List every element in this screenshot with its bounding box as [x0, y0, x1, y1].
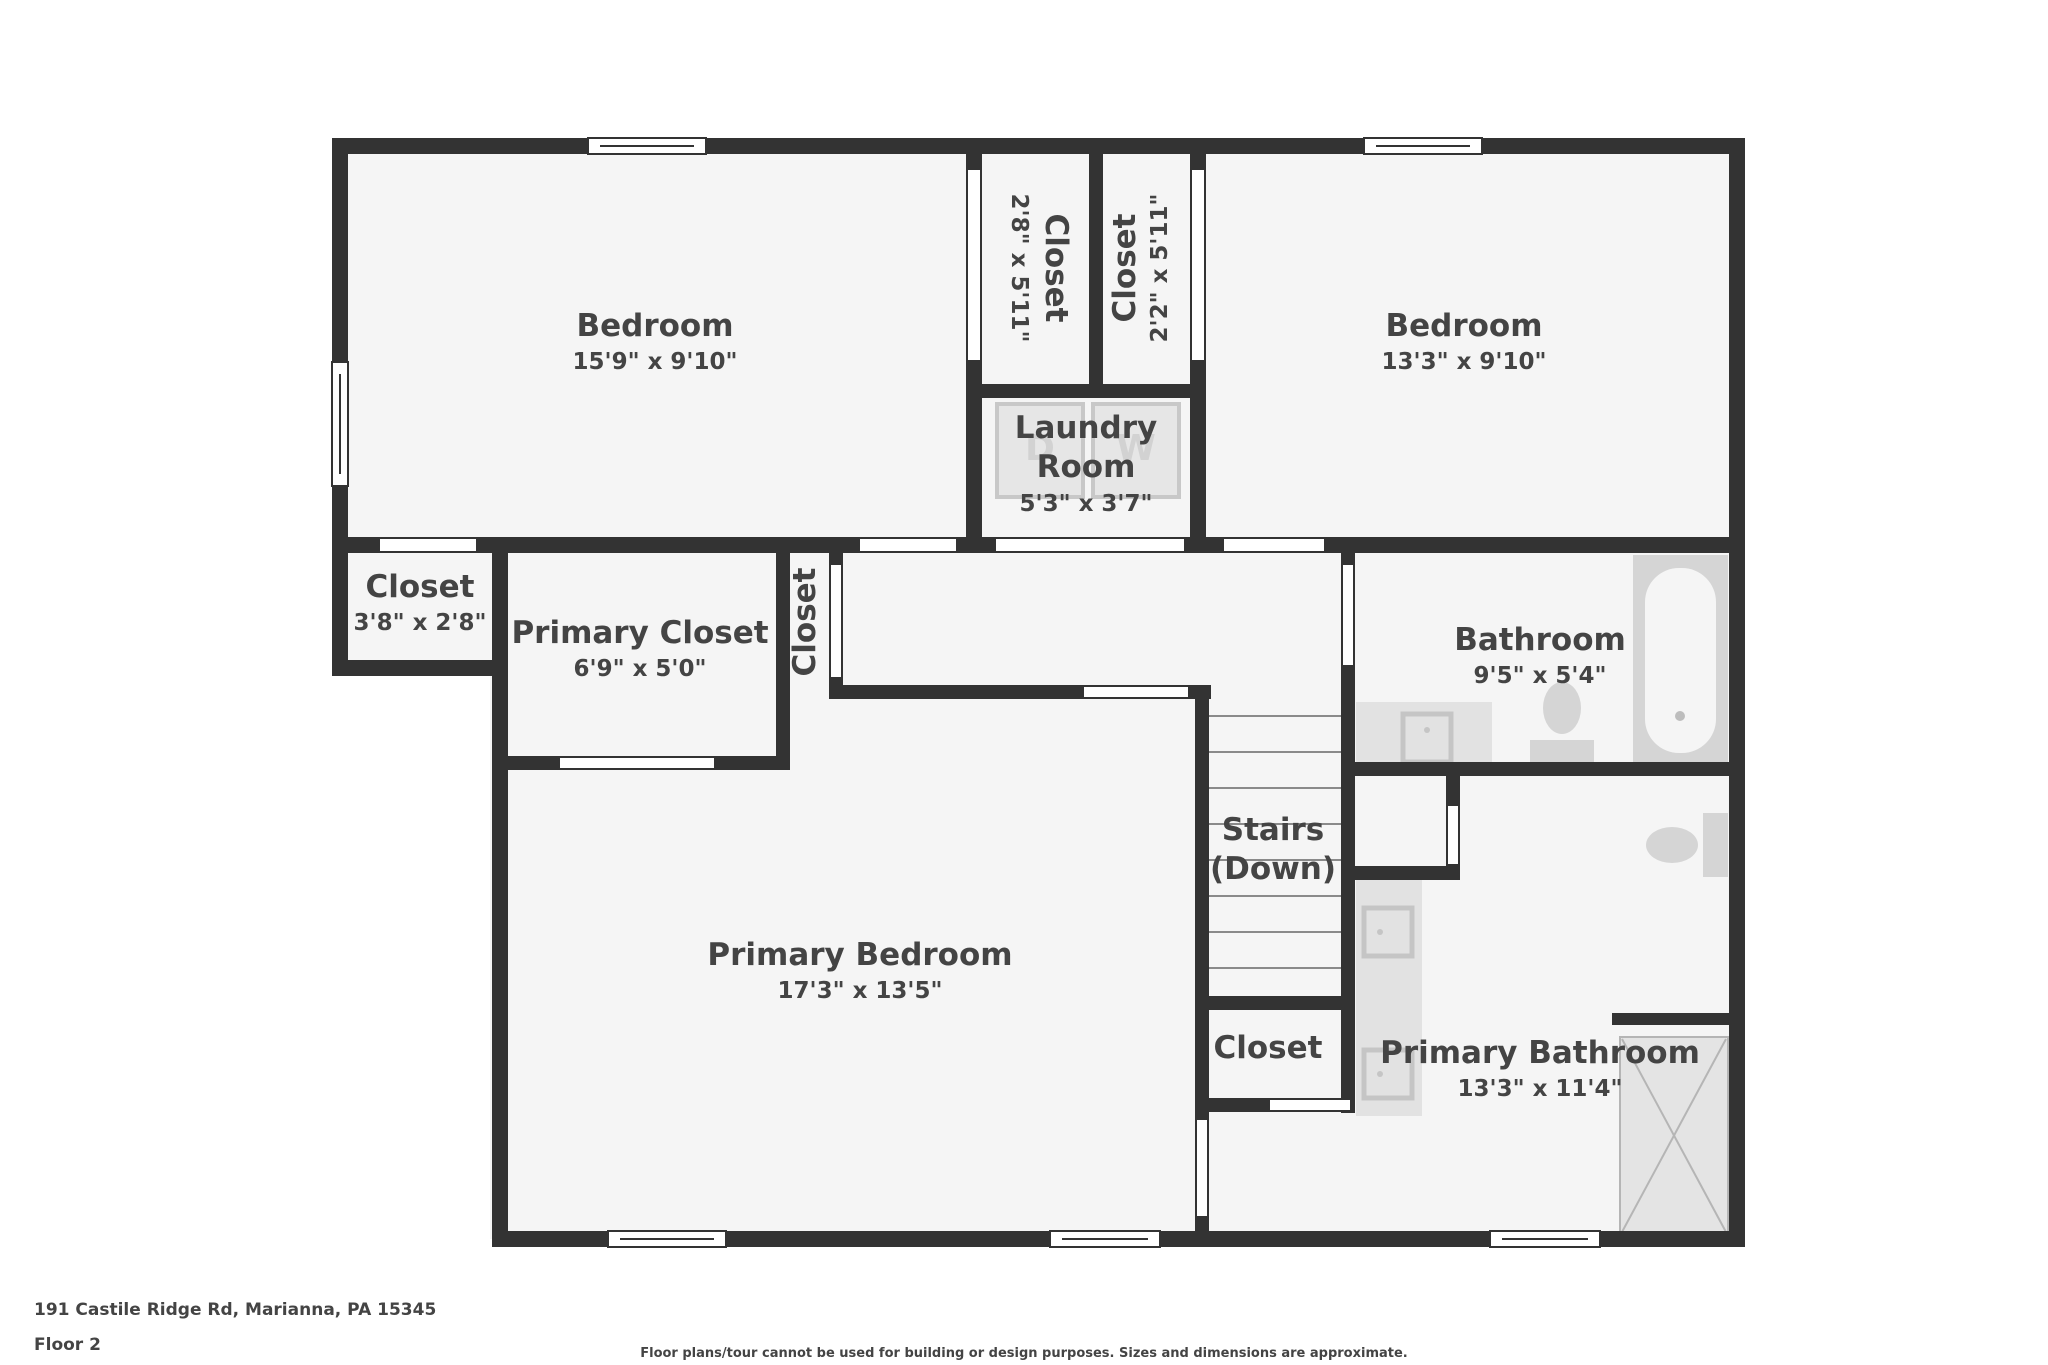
disclaimer-text: Floor plans/tour cannot be used for buil…	[640, 1346, 1408, 1361]
bathtub-icon	[1633, 555, 1728, 765]
bedroom-west-dims: 15'9" x 9'10"	[573, 349, 738, 375]
closet-b-dims: 2'2" x 5'11"	[1147, 194, 1173, 343]
stair-treads	[1208, 715, 1347, 969]
laundry-name-2: Room	[1037, 449, 1136, 485]
stairs-name-2: (Down)	[1210, 851, 1336, 887]
primary-bedroom-name: Primary Bedroom	[707, 937, 1012, 973]
dryer-label: D	[1025, 428, 1055, 469]
stairs-name-1: Stairs	[1222, 812, 1324, 848]
floor-label: Floor 2	[34, 1335, 101, 1355]
bedroom-east-dims: 13'3" x 9'10"	[1382, 349, 1547, 375]
primary-closet-dims: 6'9" x 5'0"	[574, 656, 707, 682]
fixtures: D W	[995, 402, 1729, 1235]
window-sashes	[339, 145, 1588, 1240]
floor-fill	[340, 146, 1737, 1239]
bedroom-west-name: Bedroom	[576, 308, 733, 344]
primary-bathroom-dims: 13'3" x 11'4"	[1458, 1076, 1623, 1102]
closet-small-dims: 3'8" x 2'8"	[354, 610, 487, 636]
dryer-icon	[995, 402, 1085, 499]
toilet-icon	[1646, 813, 1728, 877]
closet-hall-name: Closet	[787, 567, 823, 676]
address-text: 191 Castile Ridge Rd, Marianna, PA 15345	[34, 1300, 437, 1320]
primary-bedroom-dims: 17'3" x 13'5"	[778, 978, 943, 1004]
laundry-dims: 5'3" x 3'7"	[1020, 491, 1153, 517]
closet-a-dims: 2'8" x 5'11"	[1006, 194, 1032, 343]
laundry-name-1: Laundry	[1015, 410, 1158, 446]
closet-b-name-rot: Closet	[1107, 213, 1143, 322]
sink-icon	[1361, 905, 1415, 1101]
primary-closet-name: Primary Closet	[511, 615, 768, 651]
closet-a-name: Closet	[1038, 214, 1074, 323]
toilet-icon	[1530, 682, 1594, 766]
bedroom-east-name: Bedroom	[1385, 308, 1542, 344]
closet-stair-name: Closet	[1214, 1030, 1323, 1066]
bathroom-dims: 9'5" x 5'4"	[1474, 663, 1607, 689]
closet-small-name: Closet	[366, 569, 475, 605]
washer-label: W	[1116, 428, 1156, 469]
primary-bathroom-name: Primary Bathroom	[1380, 1035, 1700, 1071]
washer-icon	[1091, 402, 1181, 499]
bathroom-name: Bathroom	[1454, 622, 1626, 658]
door-openings	[380, 170, 1458, 1216]
room-labels: Bedroom 15'9" x 9'10" Closet 2'8" x 5'11…	[354, 194, 1700, 1102]
shower-icon	[1619, 1036, 1729, 1235]
